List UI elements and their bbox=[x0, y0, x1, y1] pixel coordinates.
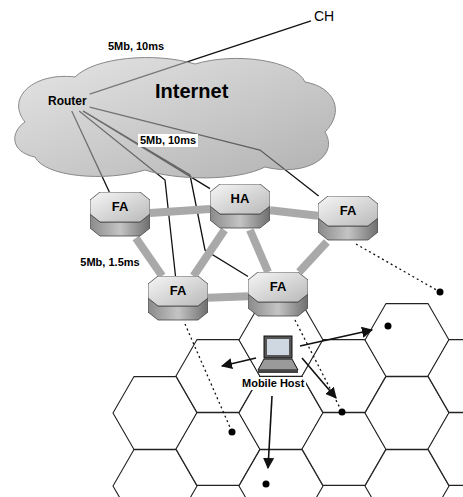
agent-node: HA bbox=[210, 184, 270, 230]
laptop-base bbox=[258, 370, 298, 373]
network-cloud: InternetRouter bbox=[5, 52, 340, 180]
agent-top bbox=[248, 272, 308, 302]
link-label: 5Mb, 10ms bbox=[138, 134, 198, 147]
agent-shape bbox=[248, 272, 308, 318]
coverage-line bbox=[185, 244, 440, 432]
pipe-link bbox=[208, 296, 248, 298]
movement-arrow bbox=[222, 358, 256, 366]
agent-top bbox=[148, 276, 208, 306]
agent-shape bbox=[318, 196, 378, 242]
node-text: FA bbox=[270, 279, 287, 295]
coverage-line bbox=[356, 244, 440, 292]
laptop-screen bbox=[264, 336, 292, 358]
node-text: HA bbox=[231, 191, 250, 207]
terminal-dot bbox=[229, 429, 236, 436]
terminal-dot bbox=[339, 409, 346, 416]
laptop-display bbox=[267, 339, 289, 355]
agent-node: FA bbox=[318, 196, 378, 242]
pipe-link bbox=[299, 242, 327, 272]
link-label: 5Mb, 1.5ms bbox=[78, 256, 141, 269]
cell-grid bbox=[113, 304, 463, 497]
cell-hexagon bbox=[428, 413, 463, 486]
node-text: Router bbox=[45, 92, 90, 111]
movement-arrow bbox=[300, 330, 372, 346]
pipe-link bbox=[194, 230, 225, 276]
agent-top bbox=[210, 184, 270, 214]
pipe-link bbox=[270, 210, 318, 215]
agent-node: FA bbox=[148, 276, 208, 322]
pipe-link bbox=[250, 230, 268, 272]
movement-arrow bbox=[222, 330, 372, 468]
host-box: CH bbox=[311, 6, 337, 27]
coverage-line bbox=[295, 320, 341, 410]
movement-arrow bbox=[302, 358, 336, 398]
pipe-link bbox=[150, 209, 210, 213]
terminal-dot bbox=[437, 289, 444, 296]
movement-arrow bbox=[268, 396, 272, 468]
node-text: FA bbox=[112, 199, 129, 215]
link-label: 5Mb, 10ms bbox=[106, 40, 166, 53]
terminal-dot bbox=[229, 289, 444, 488]
laptop-icon bbox=[258, 336, 298, 373]
host-label: Mobile Host bbox=[240, 377, 306, 390]
laptop-keyboard bbox=[258, 359, 298, 370]
cloud-shape bbox=[5, 52, 340, 180]
node-text: CH bbox=[311, 6, 337, 27]
agent-top bbox=[90, 192, 150, 222]
terminal-dot bbox=[385, 323, 392, 330]
agent-shape bbox=[210, 184, 270, 230]
node-text: Internet bbox=[155, 80, 228, 103]
coverage-line bbox=[185, 324, 232, 432]
cloud-outline bbox=[15, 58, 336, 178]
agent-node: FA bbox=[90, 192, 150, 238]
router-box: Router bbox=[45, 92, 90, 111]
agent-shape bbox=[90, 192, 150, 238]
terminal-dot bbox=[263, 481, 270, 488]
node-text: FA bbox=[170, 283, 187, 299]
agent-top bbox=[318, 196, 378, 226]
cell-hexagon bbox=[428, 340, 463, 413]
agent-shape bbox=[148, 276, 208, 322]
node-text: FA bbox=[340, 203, 357, 219]
agent-node: FA bbox=[248, 272, 308, 318]
